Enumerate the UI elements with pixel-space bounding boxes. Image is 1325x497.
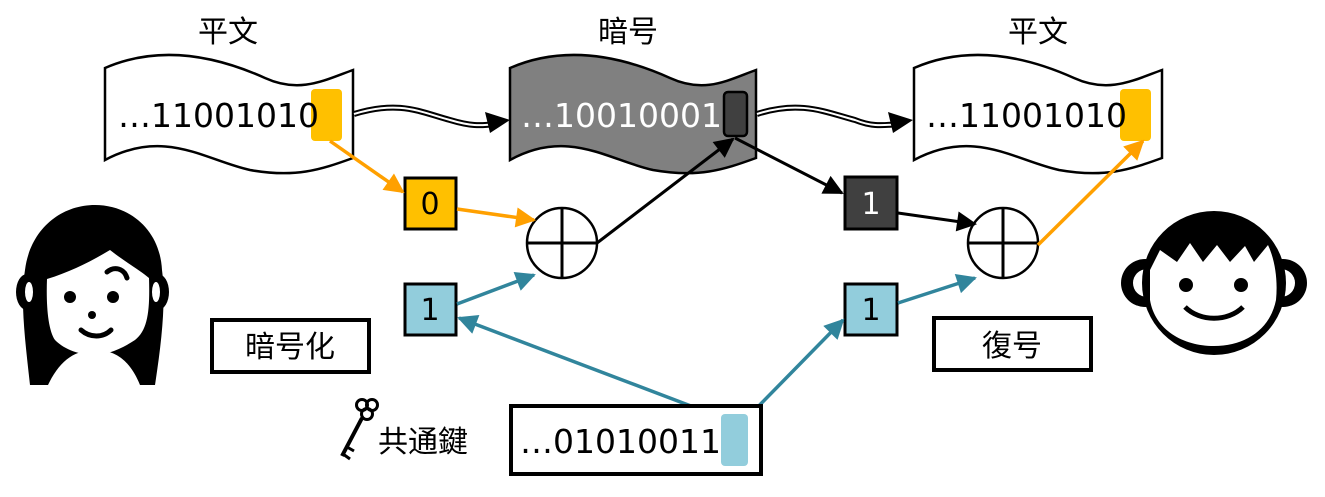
plaintext-left-bits: …11001010 (118, 96, 319, 135)
ciphertext-highlight (722, 90, 749, 138)
xor-decrypt-icon (966, 206, 1040, 280)
plaintext-left-title: 平文 (198, 15, 258, 50)
plain-bit-to-xor-arrow (456, 207, 536, 228)
shared-key-box: …01010011 (509, 404, 763, 476)
svg-text:1: 1 (861, 293, 880, 328)
key-bit-to-xor-arrow (456, 271, 536, 306)
plaintext-left-document: …11001010 (103, 53, 355, 175)
xor-to-plaintext-arrow (1036, 139, 1145, 247)
plain-bit-box: 0 (403, 176, 458, 231)
cipher-bit-extract-arrow (734, 136, 844, 195)
ciphertext-title: 暗号 (598, 15, 658, 50)
ciphertext-bits: …10010001 (521, 96, 722, 135)
ciphertext-document: …10010001 (508, 53, 758, 175)
woman-face-icon (16, 205, 169, 385)
plaintext-right-document: …11001010 (912, 53, 1164, 175)
plaintext-right-highlight (1120, 89, 1151, 141)
boy-face-icon (1121, 211, 1307, 355)
cipher-bit-to-xor-arrow (897, 211, 977, 232)
plaintext-to-cipher-arrow (353, 104, 510, 133)
svg-text:復号: 復号 (982, 329, 1042, 364)
svg-text:1: 1 (420, 293, 439, 328)
key-bit-decrypt-box: 1 (843, 282, 899, 337)
decrypt-label-box: 復号 (932, 316, 1093, 372)
shared-key-highlight (721, 414, 748, 466)
xor-encrypt-icon (525, 206, 599, 280)
encrypt-label-box: 暗号化 (210, 318, 371, 374)
svg-text:1: 1 (861, 187, 880, 222)
plaintext-left-highlight (311, 89, 342, 141)
shared-key-label: 共通鍵 (378, 425, 468, 460)
plain-bit-extract-arrow (328, 139, 405, 194)
plaintext-right-bits: …11001010 (926, 96, 1127, 135)
svg-text:暗号化: 暗号化 (245, 330, 335, 365)
key-to-decrypt-arrow (743, 318, 845, 422)
plaintext-right-title: 平文 (1008, 15, 1068, 50)
xor-to-cipher-arrow (596, 137, 735, 245)
key-bit-to-xor-decrypt-arrow (897, 274, 977, 305)
key-icon (340, 398, 379, 461)
shared-key-bits: …01010011 (520, 422, 721, 461)
cipher-bit-box: 1 (843, 175, 899, 231)
svg-text:0: 0 (420, 187, 439, 222)
key-bit-encrypt-box: 1 (403, 282, 458, 337)
cipher-to-plaintext-arrow (756, 104, 913, 133)
